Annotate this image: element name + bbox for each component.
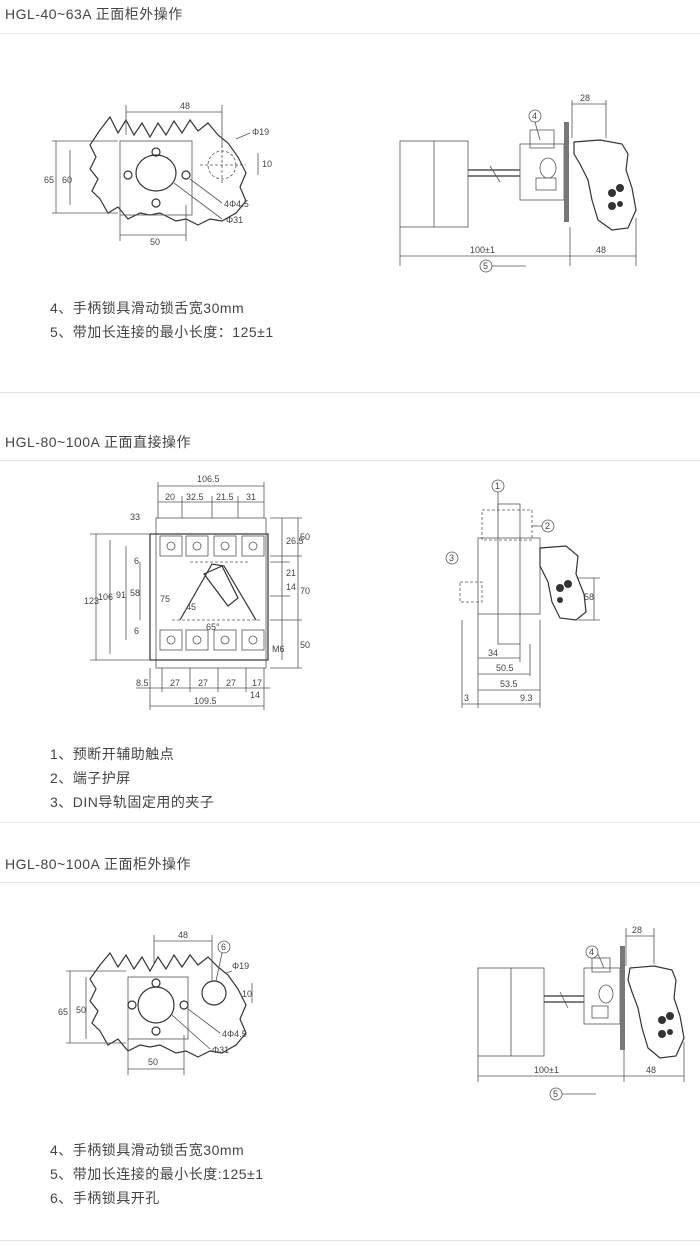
s3-dim-65: 65	[58, 1007, 68, 1017]
s3-side-dim-28: 28	[632, 925, 642, 935]
s2-side-dim-3: 3	[464, 693, 469, 703]
s2-dim-45: 45	[186, 602, 196, 612]
s2-dim-31: 31	[246, 492, 256, 502]
s3-dim-hole: 4Φ4.5	[222, 1029, 247, 1039]
s2-dim-91: 91	[116, 590, 126, 600]
s2-note-3: 3、DIN导轨固定用的夹子	[50, 794, 215, 810]
s1-note-1: 4、手柄锁具滑动锁舌宽30mm	[50, 300, 245, 316]
s3-note-1: 4、手柄锁具滑动锁舌宽30mm	[50, 1142, 245, 1158]
s1-dim-48: 48	[180, 101, 190, 111]
s1-side-dim-28: 28	[580, 93, 590, 103]
s2-dim-26-5: 26.5	[286, 536, 304, 546]
s3-note-3: 6、手柄锁具开孔	[50, 1190, 160, 1206]
s3-side-dim-48: 48	[646, 1065, 656, 1075]
section-3-title: HGL-80~100A 正面柜外操作	[5, 856, 192, 872]
s3-side-dim-100: 100±1	[534, 1065, 559, 1075]
s2-dim-50b: 50	[300, 640, 310, 650]
section-1-end-divider	[0, 392, 700, 393]
section-2-side-drawing: 1 2 3 58 34 50.5 53.5 3 9.3	[445, 479, 600, 708]
s2-dim-8-5: 8.5	[136, 678, 149, 688]
s3-dim-10: 10	[242, 989, 252, 999]
s2-dim-58: 58	[130, 588, 140, 598]
s3-dim-48: 48	[178, 930, 188, 940]
s2-side-dim-9-3: 9.3	[520, 693, 533, 703]
s2-dim-14a: 14	[286, 582, 296, 592]
s2-dim-m6: M6	[272, 644, 285, 654]
s2-dim-17: 17	[252, 678, 262, 688]
s2-callout-1: 1	[495, 481, 500, 491]
s2-dim-65deg: 65°	[206, 622, 220, 632]
s2-dim-50a: 50	[300, 532, 310, 542]
s2-side-dim-50-5: 50.5	[496, 663, 514, 673]
s2-dim-20: 20	[165, 492, 175, 502]
s1-dim-65: 65	[44, 175, 54, 185]
section-1-cutout-drawing: 48 Φ19 10 65 60 4Φ4.5 Φ31 50	[44, 101, 272, 247]
s2-dim-123: 123	[84, 596, 99, 606]
section-1-side-drawing: 28 4 100±1 48 5	[399, 93, 637, 273]
s2-dim-75: 75	[160, 594, 170, 604]
s1-dim-hole: 4Φ4.5	[224, 199, 249, 209]
section-2-front-drawing: 106.5 20 32.5 21.5 31 75 45 65° 123 106 …	[84, 474, 310, 710]
s3-dim-phi19: Φ19	[232, 961, 249, 971]
s2-side-dim-34: 34	[488, 648, 498, 658]
s2-note-2: 2、端子护屏	[50, 770, 131, 786]
s1-note-2: 5、带加长连接的最小长度：125±1	[50, 324, 274, 340]
s2-callout-2: 2	[545, 521, 550, 531]
s3-callout-6: 6	[221, 942, 226, 952]
s3-callout-5: 5	[553, 1089, 558, 1099]
s3-dim-50v: 50	[76, 1005, 86, 1015]
s3-note-2: 5、带加长连接的最小长度:125±1	[50, 1166, 264, 1182]
section-3-end-divider	[0, 1240, 700, 1241]
s1-callout-5: 5	[483, 261, 488, 271]
s1-dim-phi19: Φ19	[252, 127, 269, 137]
s1-dim-phi31: Φ31	[226, 215, 243, 225]
s2-dim-27a: 27	[170, 678, 180, 688]
s2-dim-27b: 27	[198, 678, 208, 688]
section-3-divider	[0, 882, 700, 883]
section-2-title: HGL-80~100A 正面直接操作	[5, 434, 192, 450]
s1-side-dim-48: 48	[596, 245, 606, 255]
s1-callout-4: 4	[532, 111, 537, 121]
s2-dim-32-5: 32.5	[186, 492, 204, 502]
section-2-divider	[0, 460, 700, 461]
s2-dim-33: 33	[130, 512, 140, 522]
s2-dim-6a: 6	[134, 556, 139, 566]
section-3-cutout-drawing: 48 6 Φ19 10 65 50 4Φ4.5 Φ31 50	[58, 930, 253, 1075]
s2-dim-70: 70	[300, 586, 310, 596]
s2-callout-3: 3	[449, 553, 454, 563]
s2-side-dim-53-5: 53.5	[500, 679, 518, 689]
s2-dim-109-5: 109.5	[194, 696, 217, 706]
s2-side-dim-58: 58	[584, 592, 594, 602]
section-3-side-drawing: 4 28 100±1 48 5	[477, 925, 685, 1101]
s1-side-dim-100: 100±1	[470, 245, 495, 255]
section-1-title: HGL-40~63A 正面柜外操作	[5, 6, 183, 22]
s1-dim-10: 10	[262, 159, 272, 169]
s2-dim-106-5: 106.5	[197, 474, 220, 484]
s2-dim-14b: 14	[250, 690, 260, 700]
s1-dim-50: 50	[150, 237, 160, 247]
s2-dim-106: 106	[98, 592, 113, 602]
section-1-divider	[0, 33, 700, 34]
s1-dim-60: 60	[62, 175, 72, 185]
s2-note-1: 1、预断开辅助触点	[50, 746, 175, 762]
s2-dim-21: 21	[286, 568, 296, 578]
s2-dim-27c: 27	[226, 678, 236, 688]
s3-dim-50h: 50	[148, 1057, 158, 1067]
s3-dim-phi31: Φ31	[212, 1045, 229, 1055]
s2-dim-21-5: 21.5	[216, 492, 234, 502]
section-2-end-divider	[0, 822, 700, 823]
s2-dim-6b: 6	[134, 626, 139, 636]
s3-callout-4: 4	[589, 947, 594, 957]
